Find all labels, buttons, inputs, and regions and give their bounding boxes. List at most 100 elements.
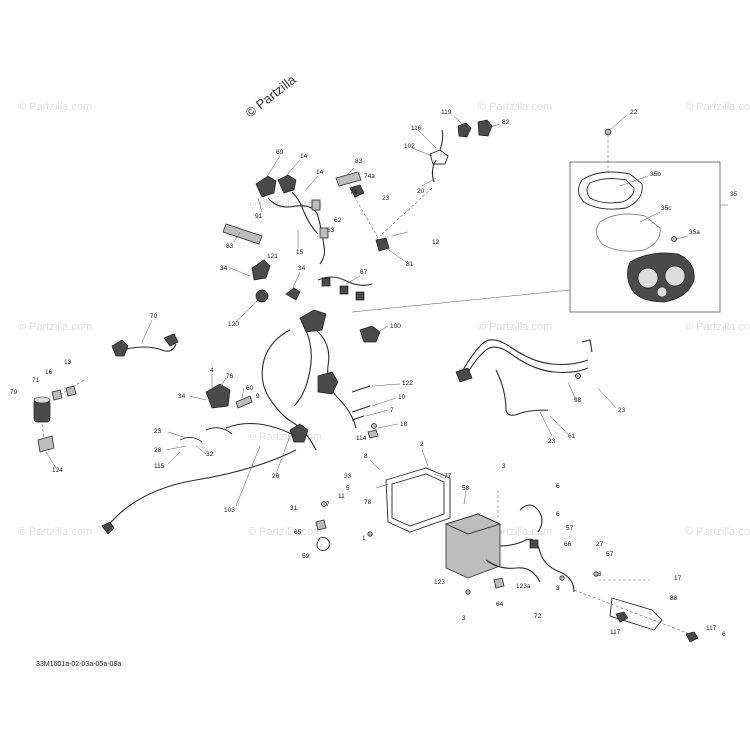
sleeve-83-lower bbox=[222, 223, 263, 245]
connector-100 bbox=[359, 325, 381, 343]
switch-82 bbox=[477, 119, 493, 137]
cluster-bezel bbox=[578, 171, 643, 210]
callout-5: 5 bbox=[346, 485, 350, 492]
callout-123: 123 bbox=[434, 579, 445, 586]
connector-67b bbox=[339, 285, 349, 295]
clip-34 bbox=[285, 287, 301, 301]
tube-98-bracket bbox=[581, 339, 593, 353]
callout-14: 14 bbox=[300, 153, 308, 160]
callout-120: 120 bbox=[228, 321, 239, 328]
callout-117: 117 bbox=[610, 629, 621, 636]
connector-62 bbox=[311, 199, 321, 211]
screw-10 bbox=[351, 405, 371, 413]
battery-tray-77 bbox=[385, 467, 451, 533]
assembly-line bbox=[353, 195, 379, 239]
callout-22: 22 bbox=[630, 109, 638, 116]
fastener-98 bbox=[575, 373, 581, 379]
bracket-65 bbox=[315, 519, 327, 531]
tube-98 bbox=[461, 339, 589, 373]
gauge-dial-small bbox=[656, 286, 668, 298]
sensor-79-top bbox=[33, 396, 51, 404]
mid-fasteners bbox=[351, 385, 379, 439]
cluster-lens bbox=[596, 213, 661, 252]
callout-10: 10 bbox=[398, 394, 406, 401]
callout-3: 3 bbox=[556, 585, 560, 592]
tube-98-end bbox=[455, 367, 473, 383]
callout-6: 6 bbox=[722, 631, 726, 638]
callout-117: 117 bbox=[706, 625, 717, 632]
harness-branch bbox=[225, 423, 297, 437]
clip-117b bbox=[685, 631, 699, 643]
callout-79: 79 bbox=[10, 389, 18, 396]
module-center bbox=[317, 371, 339, 395]
clip-117a bbox=[615, 611, 629, 623]
battery-assembly bbox=[385, 467, 575, 593]
switch-119 bbox=[457, 122, 472, 138]
battery-123 bbox=[445, 513, 501, 579]
connector-26 bbox=[289, 423, 309, 443]
cable-70-end bbox=[111, 339, 129, 357]
callout-33: 33 bbox=[344, 473, 352, 480]
watermark-text: © Partzilla.com bbox=[685, 526, 750, 538]
callout-3: 3 bbox=[598, 571, 602, 578]
bracket-102 bbox=[429, 149, 449, 165]
cable-103 bbox=[105, 449, 297, 529]
callout-32: 32 bbox=[206, 451, 214, 458]
callout-123a: 123a bbox=[516, 583, 531, 590]
callout-3: 3 bbox=[462, 615, 466, 622]
harness-wire bbox=[291, 191, 319, 235]
bracket-88 bbox=[609, 597, 663, 631]
watermark-text: © Partzilla.com bbox=[18, 321, 92, 333]
callout-60: 60 bbox=[246, 385, 254, 392]
callout-11: 11 bbox=[338, 493, 345, 500]
lower-fasteners bbox=[315, 501, 599, 595]
clip-64 bbox=[493, 577, 505, 589]
assembly-line bbox=[379, 187, 433, 237]
left-parts bbox=[33, 333, 179, 453]
tube-98-branch bbox=[495, 369, 549, 416]
watermark-text: © Partzilla.com bbox=[685, 101, 750, 113]
cable-70 bbox=[121, 343, 177, 352]
callout-31: 31 bbox=[290, 505, 298, 512]
callout-62: 62 bbox=[334, 217, 342, 224]
callout-122: 122 bbox=[402, 380, 413, 387]
callout-66: 66 bbox=[564, 541, 572, 548]
callout-2: 2 bbox=[420, 441, 424, 448]
watermark-text: © Partzilla.com bbox=[18, 101, 92, 113]
callout-17: 17 bbox=[674, 575, 682, 582]
cluster-screw bbox=[671, 236, 677, 242]
callout-16: 16 bbox=[45, 369, 53, 376]
callout-64: 64 bbox=[496, 601, 504, 608]
leader-line bbox=[351, 289, 571, 313]
callout-57: 57 bbox=[606, 551, 614, 558]
screw-3c bbox=[593, 571, 599, 577]
callout-72: 72 bbox=[534, 613, 542, 620]
callout-35b: 35b bbox=[650, 171, 661, 178]
callout-74: 74 bbox=[350, 189, 358, 196]
callout-88: 88 bbox=[670, 595, 678, 602]
connector-14 bbox=[277, 174, 297, 194]
callout-74a: 74a bbox=[364, 173, 375, 180]
relay-81 bbox=[375, 237, 390, 252]
callout-70: 70 bbox=[150, 313, 158, 320]
callout-115: 115 bbox=[154, 463, 165, 470]
screw-122 bbox=[351, 385, 371, 393]
watermark-text: © Partzilla.com bbox=[248, 526, 322, 538]
callout-7: 7 bbox=[326, 501, 330, 508]
battery-cable-123a bbox=[499, 538, 575, 593]
callout-15: 15 bbox=[296, 249, 304, 256]
callout-124: 124 bbox=[52, 467, 63, 474]
callout-23: 23 bbox=[618, 407, 626, 414]
cable-103-end bbox=[101, 521, 115, 535]
callout-35a: 35a bbox=[689, 229, 700, 236]
callout-3: 3 bbox=[502, 463, 506, 470]
upper-harness bbox=[222, 171, 409, 265]
drawing-code: 33M1601a-02-03a-05a-08a bbox=[36, 661, 121, 668]
leader-lines bbox=[45, 115, 689, 507]
left-mid-parts bbox=[101, 383, 297, 535]
callout-83: 83 bbox=[226, 243, 234, 250]
fuse-box bbox=[299, 309, 327, 333]
harness-wire-67 bbox=[317, 276, 373, 286]
connector-67c bbox=[355, 291, 365, 301]
sleeve-60 bbox=[235, 395, 253, 409]
